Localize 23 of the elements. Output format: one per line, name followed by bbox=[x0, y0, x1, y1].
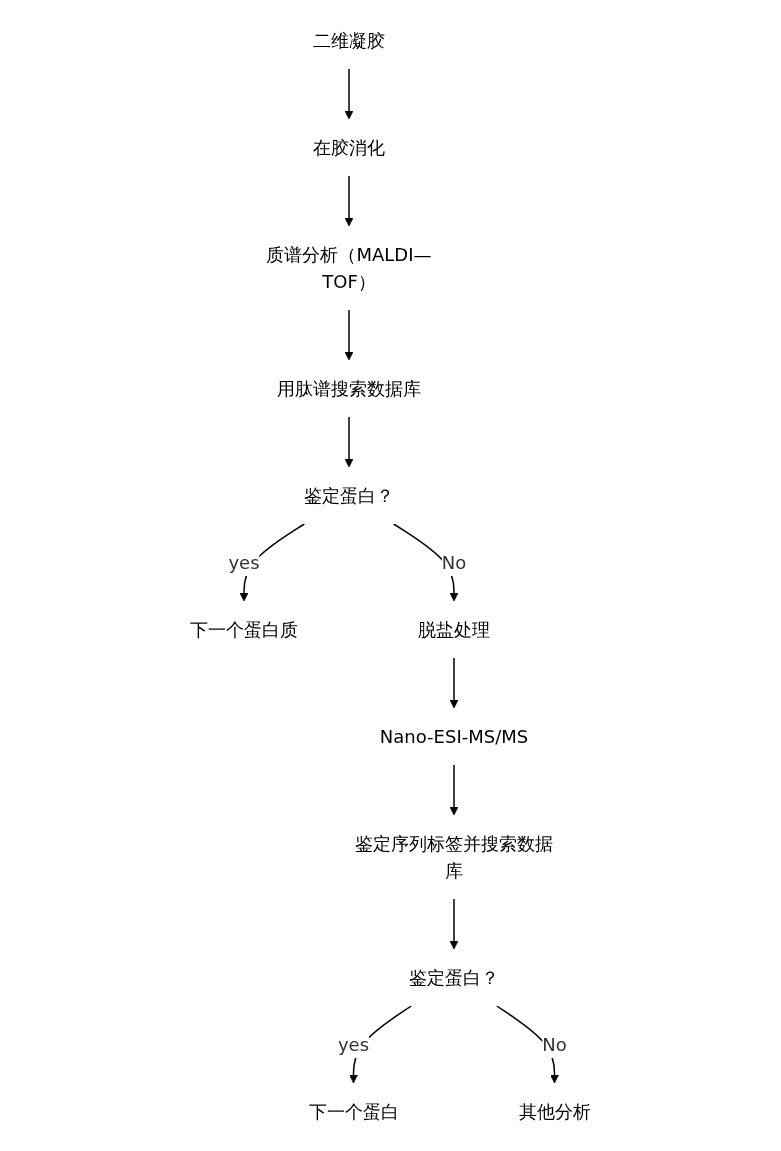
node-text: 质谱分析（MALDI—TOF） bbox=[266, 243, 432, 292]
edge-label: No bbox=[442, 551, 467, 573]
arrow bbox=[449, 656, 459, 708]
arrow bbox=[449, 897, 459, 949]
node-text: 其他分析 bbox=[518, 1100, 591, 1122]
edge-label: yes bbox=[338, 1033, 370, 1055]
node-text: 下一个蛋白 bbox=[308, 1100, 399, 1122]
node-text: Nano-ESI-MS/MS bbox=[380, 725, 529, 747]
arrow bbox=[344, 174, 354, 226]
node-text: 脱盐处理 bbox=[418, 618, 491, 640]
node-text: 用肽谱搜索数据库 bbox=[277, 377, 422, 399]
arrow bbox=[449, 763, 459, 815]
edge-label: yes bbox=[228, 551, 260, 573]
node-text: 鉴定蛋白？ bbox=[409, 966, 500, 988]
arrow bbox=[344, 308, 354, 360]
arrow bbox=[344, 415, 354, 467]
node-text: 鉴定序列标签并搜索数据库 bbox=[355, 832, 554, 881]
node-text: 下一个蛋白质 bbox=[190, 618, 299, 640]
arrow bbox=[344, 67, 354, 119]
node-text: 鉴定蛋白？ bbox=[304, 484, 395, 506]
node-text: 在胶消化 bbox=[313, 136, 386, 158]
edge-label: No bbox=[542, 1033, 567, 1055]
node-text: 二维凝胶 bbox=[313, 29, 386, 51]
